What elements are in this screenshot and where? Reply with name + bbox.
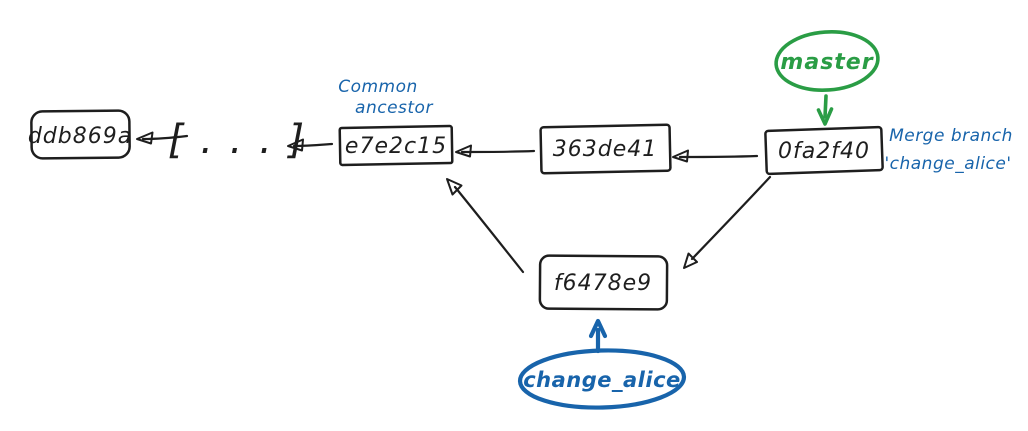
annotation-merge-branch: Merge branch 'change_alice' <box>884 126 1012 174</box>
commit-box <box>30 109 131 160</box>
edge-line <box>460 149 536 154</box>
arrowhead-icon <box>683 252 698 269</box>
edge-line <box>678 154 759 159</box>
annotation-line: 'change_alice' <box>884 154 1011 174</box>
edge-line <box>690 175 772 261</box>
annotation-common-ancestor: Common ancestor <box>338 77 433 118</box>
commit-hash: 363de41 <box>553 137 658 162</box>
edge-line <box>453 185 525 274</box>
commit-hash: ddb869a <box>28 124 132 149</box>
commit-hash: 0fa2f40 <box>778 139 870 164</box>
branch-name: change_alice <box>523 368 681 392</box>
edge-line <box>823 94 828 119</box>
arrowhead-icon <box>446 178 463 196</box>
arrowhead-icon <box>287 138 304 152</box>
edge-0fa2f40-to-f6478e9 <box>683 175 772 269</box>
commit-node-f6478e9: f6478e9 <box>538 254 669 311</box>
branch-pointer-arrow <box>816 94 834 126</box>
edge-f6478e9-to-e7e2c15 <box>446 178 525 274</box>
branch-ellipse <box>517 348 687 410</box>
branch-label-master: master <box>774 30 880 126</box>
commit-box <box>338 124 454 167</box>
edge-e7e2c15-to-ellipsis <box>287 138 334 152</box>
arrowhead-icon <box>136 131 154 145</box>
commit-node-e7e2c15: e7e2c15 <box>338 124 454 167</box>
arrowhead-icon <box>672 149 689 163</box>
commit-box <box>764 125 884 176</box>
commit-hash: e7e2c15 <box>345 134 447 159</box>
edge-line <box>292 142 334 148</box>
branch-label-change-alice: change_alice <box>517 318 687 410</box>
commit-hash: f6478e9 <box>554 271 652 296</box>
arrowhead-icon <box>588 318 608 339</box>
commit-box <box>538 254 669 311</box>
edge-ellipsis-to-ddb869a <box>136 131 189 145</box>
edge-363de41-to-e7e2c15 <box>455 144 536 158</box>
commit-node-363de41: 363de41 <box>539 123 672 175</box>
edge-line <box>141 134 189 141</box>
edge-0fa2f40-to-363de41 <box>672 149 759 163</box>
ellipsis-label: [ . . . ] <box>168 117 306 163</box>
branch-name: master <box>780 50 873 75</box>
arrowhead-icon <box>816 107 834 126</box>
commit-node-ddb869a: ddb869a <box>28 109 132 160</box>
commit-node-0fa2f40: 0fa2f40 <box>764 125 884 176</box>
branch-ellipse <box>774 30 880 92</box>
annotation-line: Common <box>338 77 418 97</box>
commit-node-ellipsis: [ . . . ] <box>168 117 306 163</box>
annotation-line: Merge branch <box>889 126 1013 146</box>
annotation-line: ancestor <box>355 98 433 118</box>
branch-pointer-arrow <box>588 318 608 354</box>
arrowhead-icon <box>455 144 472 158</box>
commit-box <box>539 123 672 175</box>
